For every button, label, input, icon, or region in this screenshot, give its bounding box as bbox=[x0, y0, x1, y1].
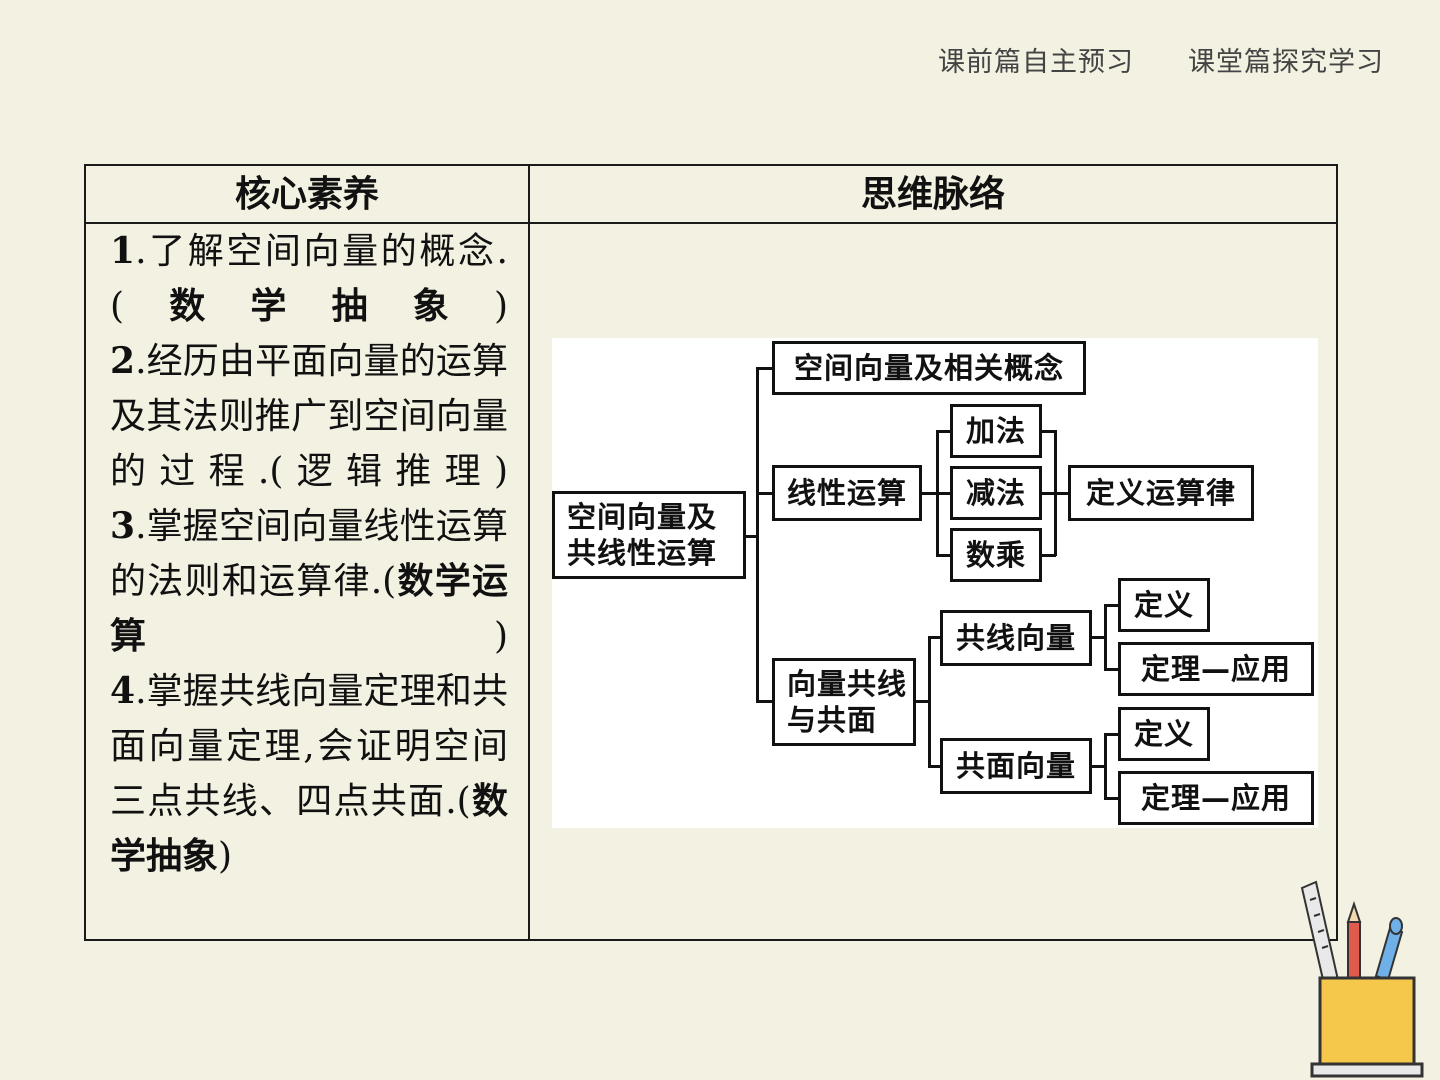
nav-preview-link[interactable]: 课前篇自主预习 bbox=[938, 47, 1134, 78]
item-end: ) bbox=[493, 286, 508, 327]
connector-line bbox=[756, 700, 774, 703]
item-end: ) bbox=[493, 616, 508, 657]
connector-line bbox=[936, 492, 952, 495]
item-tag: 数学运算 bbox=[110, 561, 508, 657]
connector-line bbox=[1104, 604, 1120, 607]
connector-line bbox=[1104, 604, 1107, 670]
connector-line bbox=[1104, 797, 1120, 800]
cup-body bbox=[1318, 976, 1416, 1066]
connector-line bbox=[1054, 492, 1070, 495]
header-thinking-context: 思维脉络 bbox=[860, 174, 1005, 215]
connector-line bbox=[756, 368, 759, 701]
cup-base bbox=[1310, 1062, 1424, 1078]
node-root-line2: 共线性运算 bbox=[567, 536, 718, 570]
node-root: 空间向量及 共线性运算 bbox=[552, 491, 746, 579]
pencil-icon bbox=[1346, 900, 1362, 987]
connector-line bbox=[914, 700, 930, 703]
list-item: 4.掌握共线向量定理和共面向量定理,会证明空间三点共线、四点共面.(数学抽象) bbox=[110, 664, 508, 884]
item-tag: 数学抽象 bbox=[124, 286, 494, 327]
node-linear-operations: 线性运算 bbox=[772, 465, 922, 521]
connector-line bbox=[1090, 636, 1106, 639]
connector-line bbox=[920, 492, 936, 495]
connector-line bbox=[1040, 492, 1056, 495]
list-item: 2.经历由平面向量的运算及其法则推广到空间向量的过程.(逻辑推理) bbox=[110, 334, 508, 499]
item-text: .经历由平面向量的运算及其法则推广到空间向量的过程.(逻辑推理) bbox=[110, 341, 508, 492]
node-coplanar-vectors: 共面向量 bbox=[940, 738, 1092, 794]
item-text: .掌握共线向量定理和共面向量定理,会证明空间三点共线、四点共面.( bbox=[110, 671, 508, 822]
node-definition-2: 定义 bbox=[1118, 707, 1210, 761]
connector-line bbox=[928, 636, 942, 639]
node-theorem-application-1: 定理—应用 bbox=[1118, 642, 1314, 696]
node-addition: 加法 bbox=[950, 404, 1042, 458]
connector-line bbox=[936, 554, 952, 557]
connector-line bbox=[928, 765, 942, 768]
node-collinear-vectors: 共线向量 bbox=[940, 610, 1092, 666]
node-scalar-multiplication: 数乘 bbox=[950, 528, 1042, 582]
connector-line bbox=[1104, 668, 1120, 671]
node-collinear-coplanar: 向量共线 与共面 bbox=[772, 658, 916, 746]
mind-map-diagram: 空间向量及 共线性运算 空间向量及相关概念 线性运算 加法 减法 数乘 定义运算… bbox=[552, 338, 1318, 828]
node-subtraction: 减法 bbox=[950, 466, 1042, 520]
connector-line bbox=[756, 492, 774, 495]
column-divider bbox=[528, 166, 530, 939]
connector-line bbox=[744, 535, 758, 538]
node-cop-line1: 向量共线 bbox=[787, 667, 908, 701]
pen-icon bbox=[1374, 917, 1404, 982]
item-number: 3 bbox=[110, 505, 136, 547]
content-table: 核心素养 思维脉络 1.了解空间向量的概念.(数学抽象) 2.经历由平面向量的运… bbox=[84, 164, 1338, 941]
pencil-cup-illustration bbox=[1300, 880, 1424, 1078]
core-literacy-list: 1.了解空间向量的概念.(数学抽象) 2.经历由平面向量的运算及其法则推广到空间… bbox=[110, 224, 508, 884]
connector-line bbox=[928, 636, 931, 766]
node-definition-1: 定义 bbox=[1118, 578, 1210, 632]
connector-line bbox=[1040, 554, 1056, 557]
node-concepts: 空间向量及相关概念 bbox=[772, 341, 1086, 395]
connector-line bbox=[1040, 430, 1056, 433]
list-item: 3.掌握空间向量线性运算的法则和运算律.(数学运算) bbox=[110, 499, 508, 664]
node-root-line1: 空间向量及 bbox=[567, 500, 718, 534]
node-definition-rules: 定义运算律 bbox=[1068, 465, 1254, 521]
item-text: .掌握空间向量线性运算的法则和运算律.( bbox=[110, 506, 508, 602]
list-item: 1.了解空间向量的概念.(数学抽象) bbox=[110, 224, 508, 334]
nav-explore-link[interactable]: 课堂篇探究学习 bbox=[1188, 47, 1384, 78]
header-divider bbox=[86, 222, 1336, 224]
connector-line bbox=[1090, 765, 1106, 768]
connector-line bbox=[1104, 733, 1120, 736]
ruler-icon bbox=[1300, 880, 1340, 986]
item-end: ) bbox=[218, 836, 233, 877]
top-navigation: 课前篇自主预习 课堂篇探究学习 bbox=[938, 40, 1384, 79]
connector-line bbox=[1104, 733, 1107, 799]
connector-line bbox=[936, 430, 952, 433]
item-number: 1 bbox=[110, 230, 136, 272]
item-number: 4 bbox=[110, 670, 136, 712]
node-theorem-application-2: 定理—应用 bbox=[1118, 771, 1314, 825]
connector-line bbox=[756, 367, 774, 370]
item-text: .了解空间向量的概念.( bbox=[110, 231, 508, 327]
node-cop-line2: 与共面 bbox=[787, 703, 878, 737]
item-number: 2 bbox=[110, 340, 136, 382]
header-core-literacy: 核心素养 bbox=[234, 174, 379, 215]
item-tag: 数学抽象 bbox=[110, 781, 508, 877]
